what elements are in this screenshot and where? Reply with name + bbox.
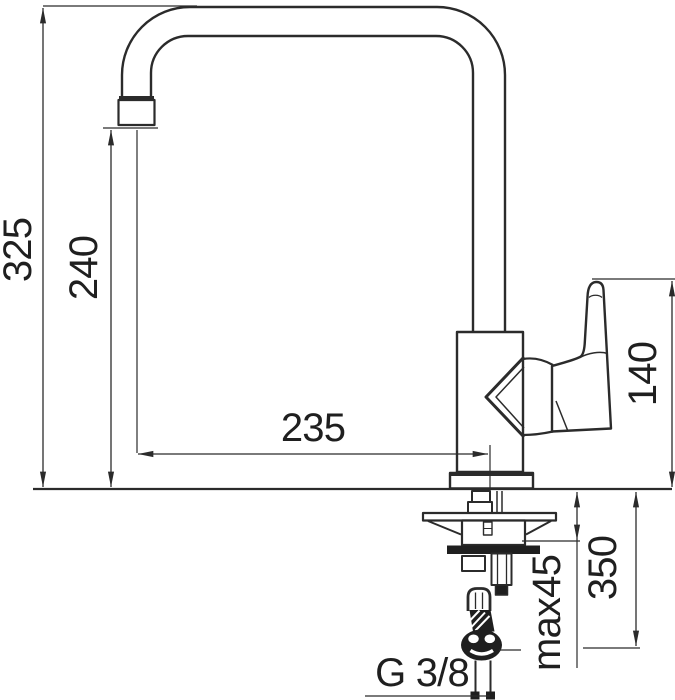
spout-pipe <box>120 5 507 332</box>
lock-washer <box>447 545 540 554</box>
label-supply-length: 350 <box>581 536 625 600</box>
supply-stub <box>490 552 513 596</box>
hose-connector-nut <box>461 629 502 661</box>
extension-lines <box>43 5 675 697</box>
label-handle-height: 140 <box>621 342 665 406</box>
label-spout-reach: 235 <box>281 406 345 450</box>
label-total-height: 325 <box>0 218 40 282</box>
aerator-tip <box>117 96 156 127</box>
base-plate <box>448 471 535 490</box>
label-max-deck-thickness: max45 <box>525 555 569 671</box>
label-thread-size: G 3/8 <box>375 651 469 695</box>
mounting-flange <box>421 511 558 547</box>
label-spout-outlet-height: 240 <box>62 236 106 300</box>
handle-lever <box>550 280 613 433</box>
mounting-studs <box>467 490 503 514</box>
